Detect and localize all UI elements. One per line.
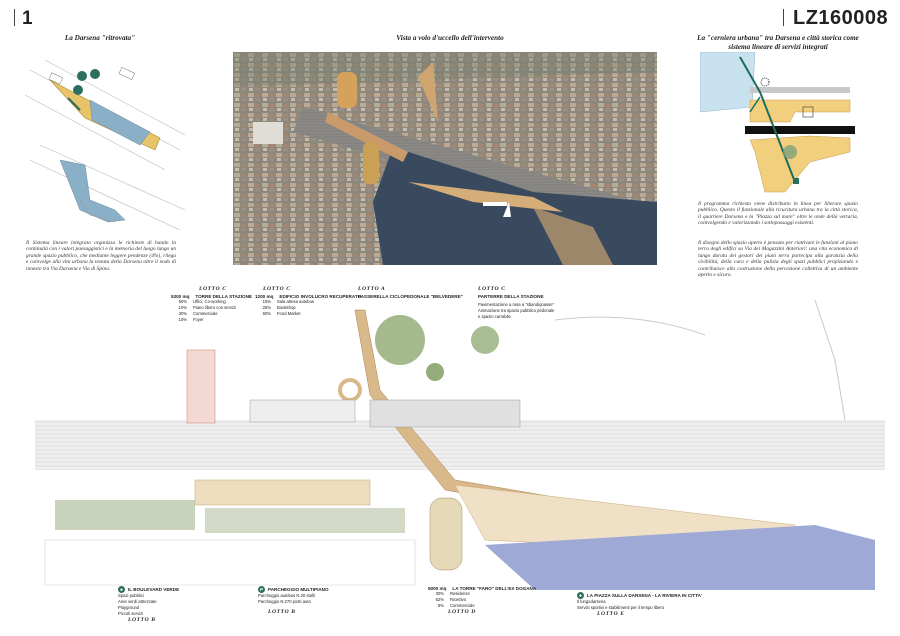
lot-label: LOTTO D: [448, 609, 476, 615]
lot-title: PASSERELLA CICLOPEDONALE "BELVEDERE": [358, 294, 463, 299]
lot-size: 5000 mq: [428, 586, 447, 591]
lot-label: LOTTO C: [478, 286, 506, 292]
lot-label: LOTTO A: [358, 286, 386, 292]
lot-title: LA PIAZZA SULLA DARSENA - LA RIVIERA IN …: [587, 593, 703, 598]
aerial-view-image: [233, 52, 657, 265]
lot-row: 25%Bookshop: [262, 305, 296, 310]
lot-card-edificio-involucro: LOTTO C 1200 mq EDIFICIO INVOLUCRO RECUP…: [255, 286, 361, 317]
lot-row: 10%Piano libero con servizi: [178, 305, 237, 310]
lot-label: LOTTO C: [199, 286, 227, 292]
lot-label: LOTTO C: [263, 286, 291, 292]
lot-row: 50%Uffici, Co-working: [178, 299, 226, 304]
lot-item: Parcheggio N.270 posti auto: [258, 599, 311, 604]
center-panel-title: Vista a volo d'uccello dell'intervento: [396, 34, 504, 42]
lot-label: LOTTO E: [597, 611, 625, 617]
project-code: LZ160008: [793, 7, 889, 29]
right-panel-title: La "cerniera urbana" tra Darsena e città…: [697, 34, 859, 51]
lot-row: 30%Commerciale: [178, 311, 218, 316]
lot-item: e spazio carrabile: [478, 314, 511, 319]
lot-row: 30%Residenze: [435, 591, 470, 596]
parking-icon: P: [258, 586, 265, 593]
header-rule-right: [783, 9, 784, 26]
lot-title: LA TORRE "FARO" DELL'EX DOGANA: [452, 586, 537, 591]
lot-size: 5300 mq: [171, 294, 190, 299]
urban-hinge-diagram: [700, 52, 855, 193]
lot-title: EDIFICIO INVOLUCRO RECUPERATO: [279, 294, 362, 299]
right-panel-text-1: Il programma richiesto viene distribuito…: [698, 201, 858, 227]
lot-label: LOTTO B: [128, 617, 156, 623]
lot-item: Servizi sportivi e stabilimenti per il t…: [577, 605, 665, 610]
page-number: 1: [22, 8, 33, 29]
lot-size: 1200 mq: [255, 294, 274, 299]
left-panel-text: Il Sistema lineare integrato organizza l…: [26, 240, 176, 272]
lot-card-piazza-darsena: ♣ LA PIAZZA SULLA DARSENA - LA RIVIERA I…: [577, 592, 702, 617]
lot-row: 10%Foyer: [178, 317, 204, 322]
tree-icon: ♣: [577, 592, 584, 599]
lot-title: TORRE DELLA STAZIONE: [195, 294, 252, 299]
tree-icon: ♣: [118, 586, 125, 593]
lot-card-parcheggio: P PARCHEGGIO MULTIPIANO Parcheggio autob…: [258, 586, 329, 615]
lot-row: 15%Sala attesa autobus: [262, 299, 315, 304]
lot-card-torre-faro: 5000 mq LA TORRE "FARO" DELL'EX DOGANA 3…: [428, 586, 536, 615]
lot-item: Spazi pubblici: [118, 593, 144, 598]
lot-title: PARCHEGGIO MULTIPIANO: [268, 587, 329, 592]
masterplan-drawing: [35, 300, 885, 590]
header-rule: [14, 9, 15, 26]
right-panel-text-2: Il disegno dello spazio aperto è pensato…: [698, 240, 858, 279]
lot-item: Animazione tra spazio pubblico pedonale: [478, 308, 555, 313]
lot-card-boulevard: ♣ IL BOULEVARD VERDE Spazi pubblici Aree…: [118, 586, 179, 623]
lot-row: 62%Ricettivo: [435, 597, 467, 602]
lot-item: Piccoli servizi: [118, 611, 144, 616]
lot-label: LOTTO B: [268, 609, 296, 615]
lot-row: 60%Food Market: [262, 311, 301, 316]
lot-title: PARTERRE DELLA STAZIONE: [478, 294, 544, 299]
lot-item: Il lungodarsena: [577, 599, 606, 604]
lot-card-torre-stazione: LOTTO C 5300 mq TORRE DELLA STAZIONE 50%…: [171, 286, 252, 323]
left-panel-title: La Darsena "ritrovata": [64, 34, 136, 42]
darsena-diagram: [24, 59, 186, 230]
lot-row: 8%Commerciale: [437, 603, 475, 608]
lot-item: Pavimentazione a rosa a "sbandiqoasse": [478, 302, 555, 307]
lot-title: IL BOULEVARD VERDE: [128, 587, 180, 592]
lot-card-passerella: LOTTO A PASSERELLA CICLOPEDONALE "BELVED…: [358, 286, 463, 299]
lot-item: Aree verdi attrezzate: [118, 599, 157, 604]
lot-item: Playground: [118, 605, 140, 610]
lot-item: Parcheggio autobus N.20 stalli: [258, 593, 315, 598]
lot-card-parterre: LOTTO C PARTERRE DELLA STAZIONE Paviment…: [478, 286, 554, 320]
